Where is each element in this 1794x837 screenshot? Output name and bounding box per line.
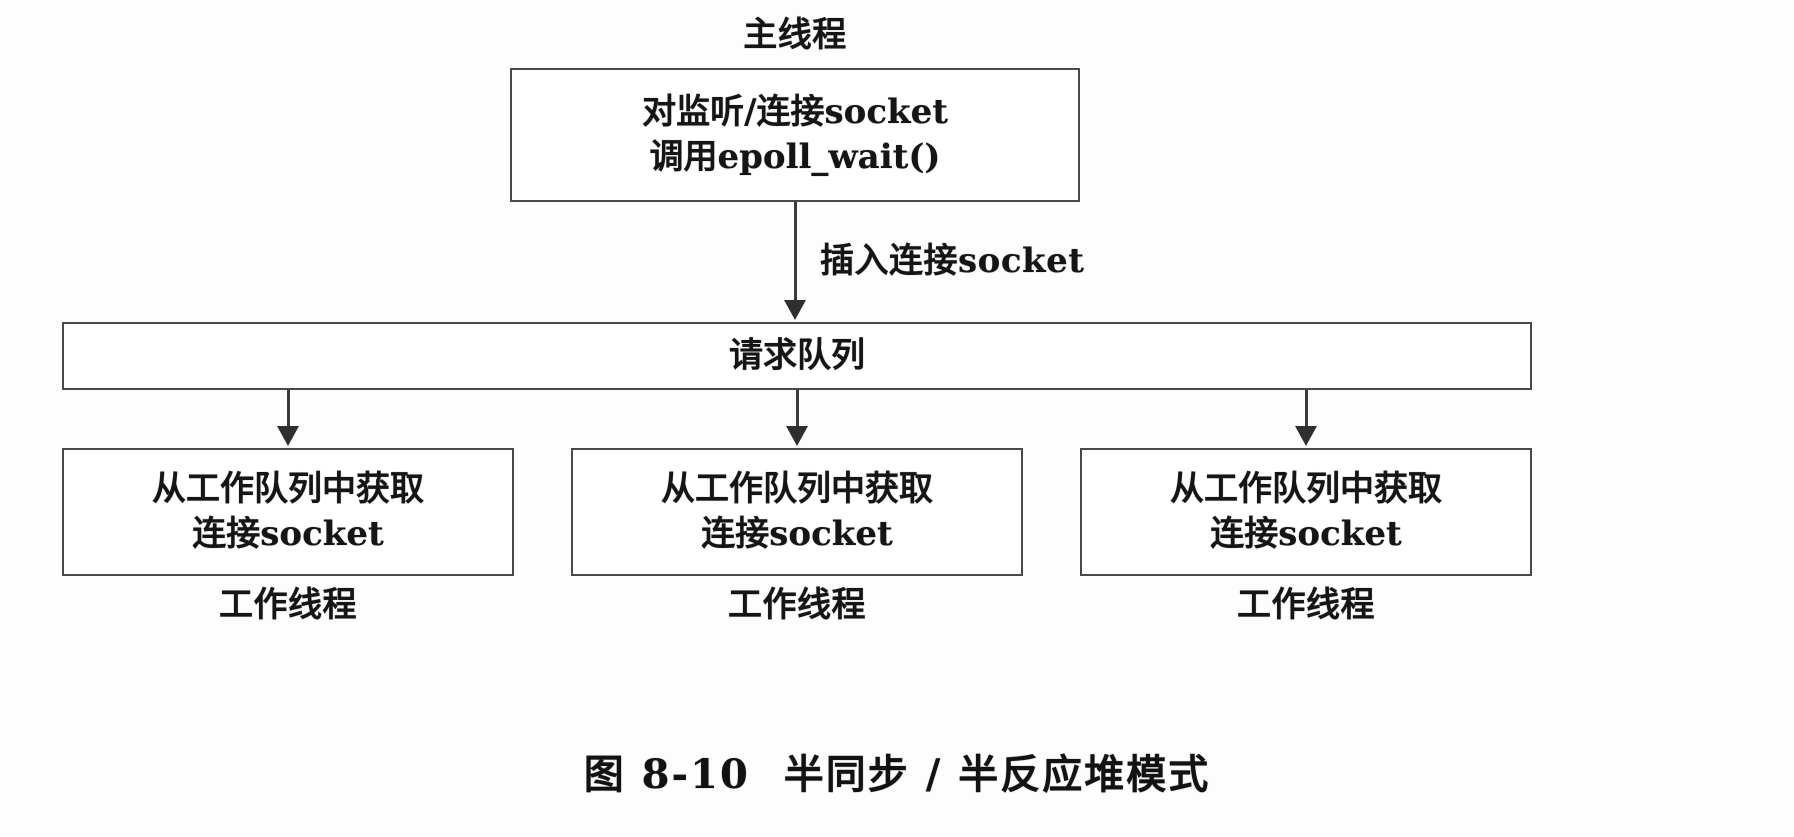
worker-box-2-line-2: 连接socket — [701, 514, 893, 554]
worker-box-1-line-1: 从工作队列中获取 — [152, 469, 424, 510]
worker-box-3-line-2: 连接socket — [1210, 514, 1402, 554]
arrowhead-main-to-queue-icon — [784, 300, 806, 320]
main-thread-box: 对监听/连接socket 调用epoll_wait() — [510, 68, 1080, 202]
worker-box-1: 从工作队列中获取 连接socket — [62, 448, 514, 576]
arrowhead-queue-to-worker-1-icon — [277, 426, 299, 446]
connector-queue-to-worker-2 — [796, 390, 799, 428]
figure-caption: 图 8-10 半同步 / 半反应堆模式 — [0, 742, 1794, 800]
worker-box-1-line-2: 连接socket — [192, 514, 384, 554]
worker-box-2-line-1: 从工作队列中获取 — [661, 469, 933, 510]
main-thread-box-line-1: 对监听/连接socket — [642, 92, 948, 133]
edge-label-insert-connection-socket: 插入连接socket — [820, 241, 1085, 281]
worker-box-2-text: 从工作队列中获取 连接socket — [573, 467, 1021, 557]
connector-queue-to-worker-1 — [287, 390, 290, 428]
figure-caption-title: 半同步 / 半反应堆模式 — [783, 751, 1211, 798]
request-queue-label: 请求队列 — [729, 335, 865, 376]
worker-box-2: 从工作队列中获取 连接socket — [571, 448, 1023, 576]
worker-box-3-text: 从工作队列中获取 连接socket — [1082, 467, 1530, 557]
worker-thread-label-2: 工作线程 — [728, 585, 866, 625]
main-thread-box-text: 对监听/连接socket 调用epoll_wait() — [512, 90, 1078, 180]
worker-box-3: 从工作队列中获取 连接socket — [1080, 448, 1532, 576]
worker-thread-label-1: 工作线程 — [219, 585, 357, 625]
connector-main-to-queue — [794, 202, 797, 302]
worker-box-3-line-1: 从工作队列中获取 — [1170, 469, 1442, 510]
request-queue-box: 请求队列 — [62, 322, 1532, 390]
arrowhead-queue-to-worker-3-icon — [1295, 426, 1317, 446]
main-thread-label: 主线程 — [743, 15, 847, 55]
main-thread-box-line-2: 调用epoll_wait() — [649, 137, 941, 177]
connector-queue-to-worker-3 — [1305, 390, 1308, 428]
figure-caption-number: 图 8-10 — [583, 751, 750, 798]
worker-thread-label-3: 工作线程 — [1237, 585, 1375, 625]
arrowhead-queue-to-worker-2-icon — [786, 426, 808, 446]
worker-box-1-text: 从工作队列中获取 连接socket — [64, 467, 512, 557]
